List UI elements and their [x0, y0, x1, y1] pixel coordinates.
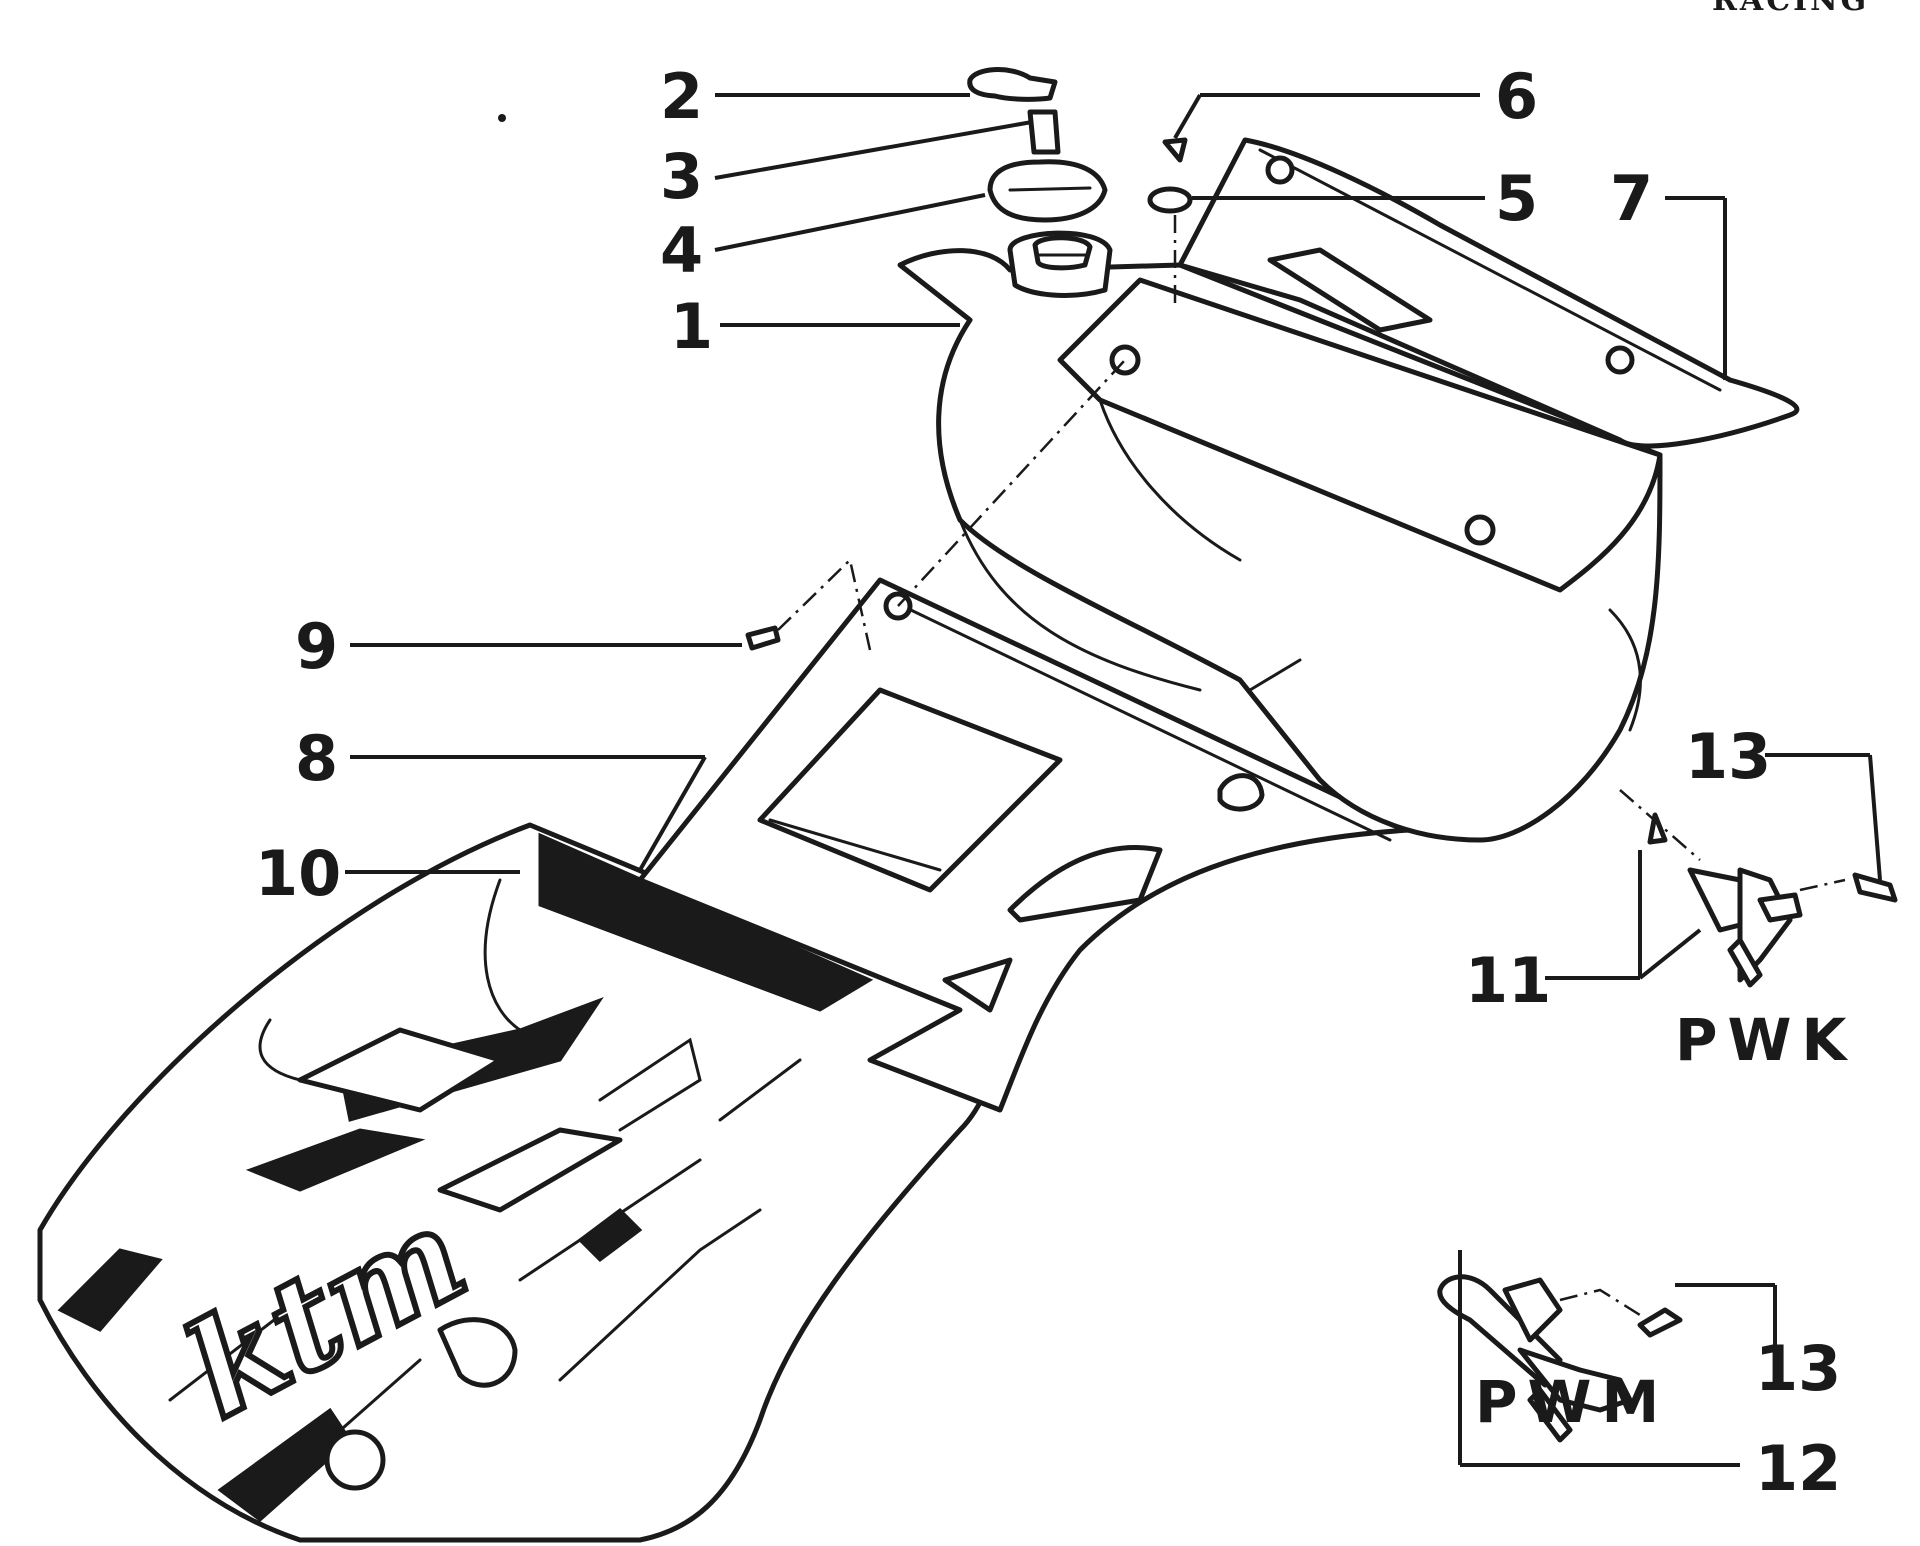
- callout-5: 5: [1495, 162, 1538, 235]
- washer-part-5: [1147, 186, 1193, 214]
- callout-6: 6: [1495, 60, 1538, 133]
- callout-4: 4: [660, 214, 703, 287]
- callout-8: 8: [295, 722, 338, 795]
- callout-3: 3: [660, 140, 703, 213]
- leader-lines: [345, 93, 1882, 1467]
- vent-hose-part: [1027, 109, 1061, 155]
- callout-9: 9: [295, 610, 338, 683]
- vent-valve-part: [967, 67, 1058, 102]
- callout-1: 1: [670, 290, 713, 363]
- callout-12: 12: [1755, 1432, 1841, 1505]
- tank-cap-part: [987, 159, 1108, 223]
- variant-label-pwk: PWK: [1675, 1006, 1856, 1074]
- screw-part-9: [745, 359, 1126, 651]
- callout-labels: 2 3 4 1 6 5 7 9 8 10 11 13 13 12: [255, 60, 1841, 1505]
- corner-header-text: RACING: [1712, 0, 1869, 18]
- callout-13-pwm: 13: [1755, 1332, 1841, 1405]
- rear-fender-part: ktm: [37, 822, 1003, 1543]
- side-panel-part: [637, 577, 1413, 1113]
- fuel-cap-assembly: [967, 67, 1193, 305]
- stray-mark: [498, 114, 506, 122]
- fuel-tap-pwk-part: [1619, 789, 1898, 988]
- tank-spoiler-part: [1177, 137, 1800, 449]
- variant-label-pwm: PWM: [1475, 1368, 1669, 1436]
- screw-part-6: [1162, 137, 1188, 163]
- callout-7: 7: [1610, 162, 1653, 235]
- fuel-tap-pwm-part: [1437, 1274, 1683, 1443]
- callout-13-pwk: 13: [1685, 720, 1771, 793]
- callout-10: 10: [255, 837, 341, 910]
- callout-2: 2: [660, 60, 703, 133]
- callout-11: 11: [1465, 944, 1551, 1017]
